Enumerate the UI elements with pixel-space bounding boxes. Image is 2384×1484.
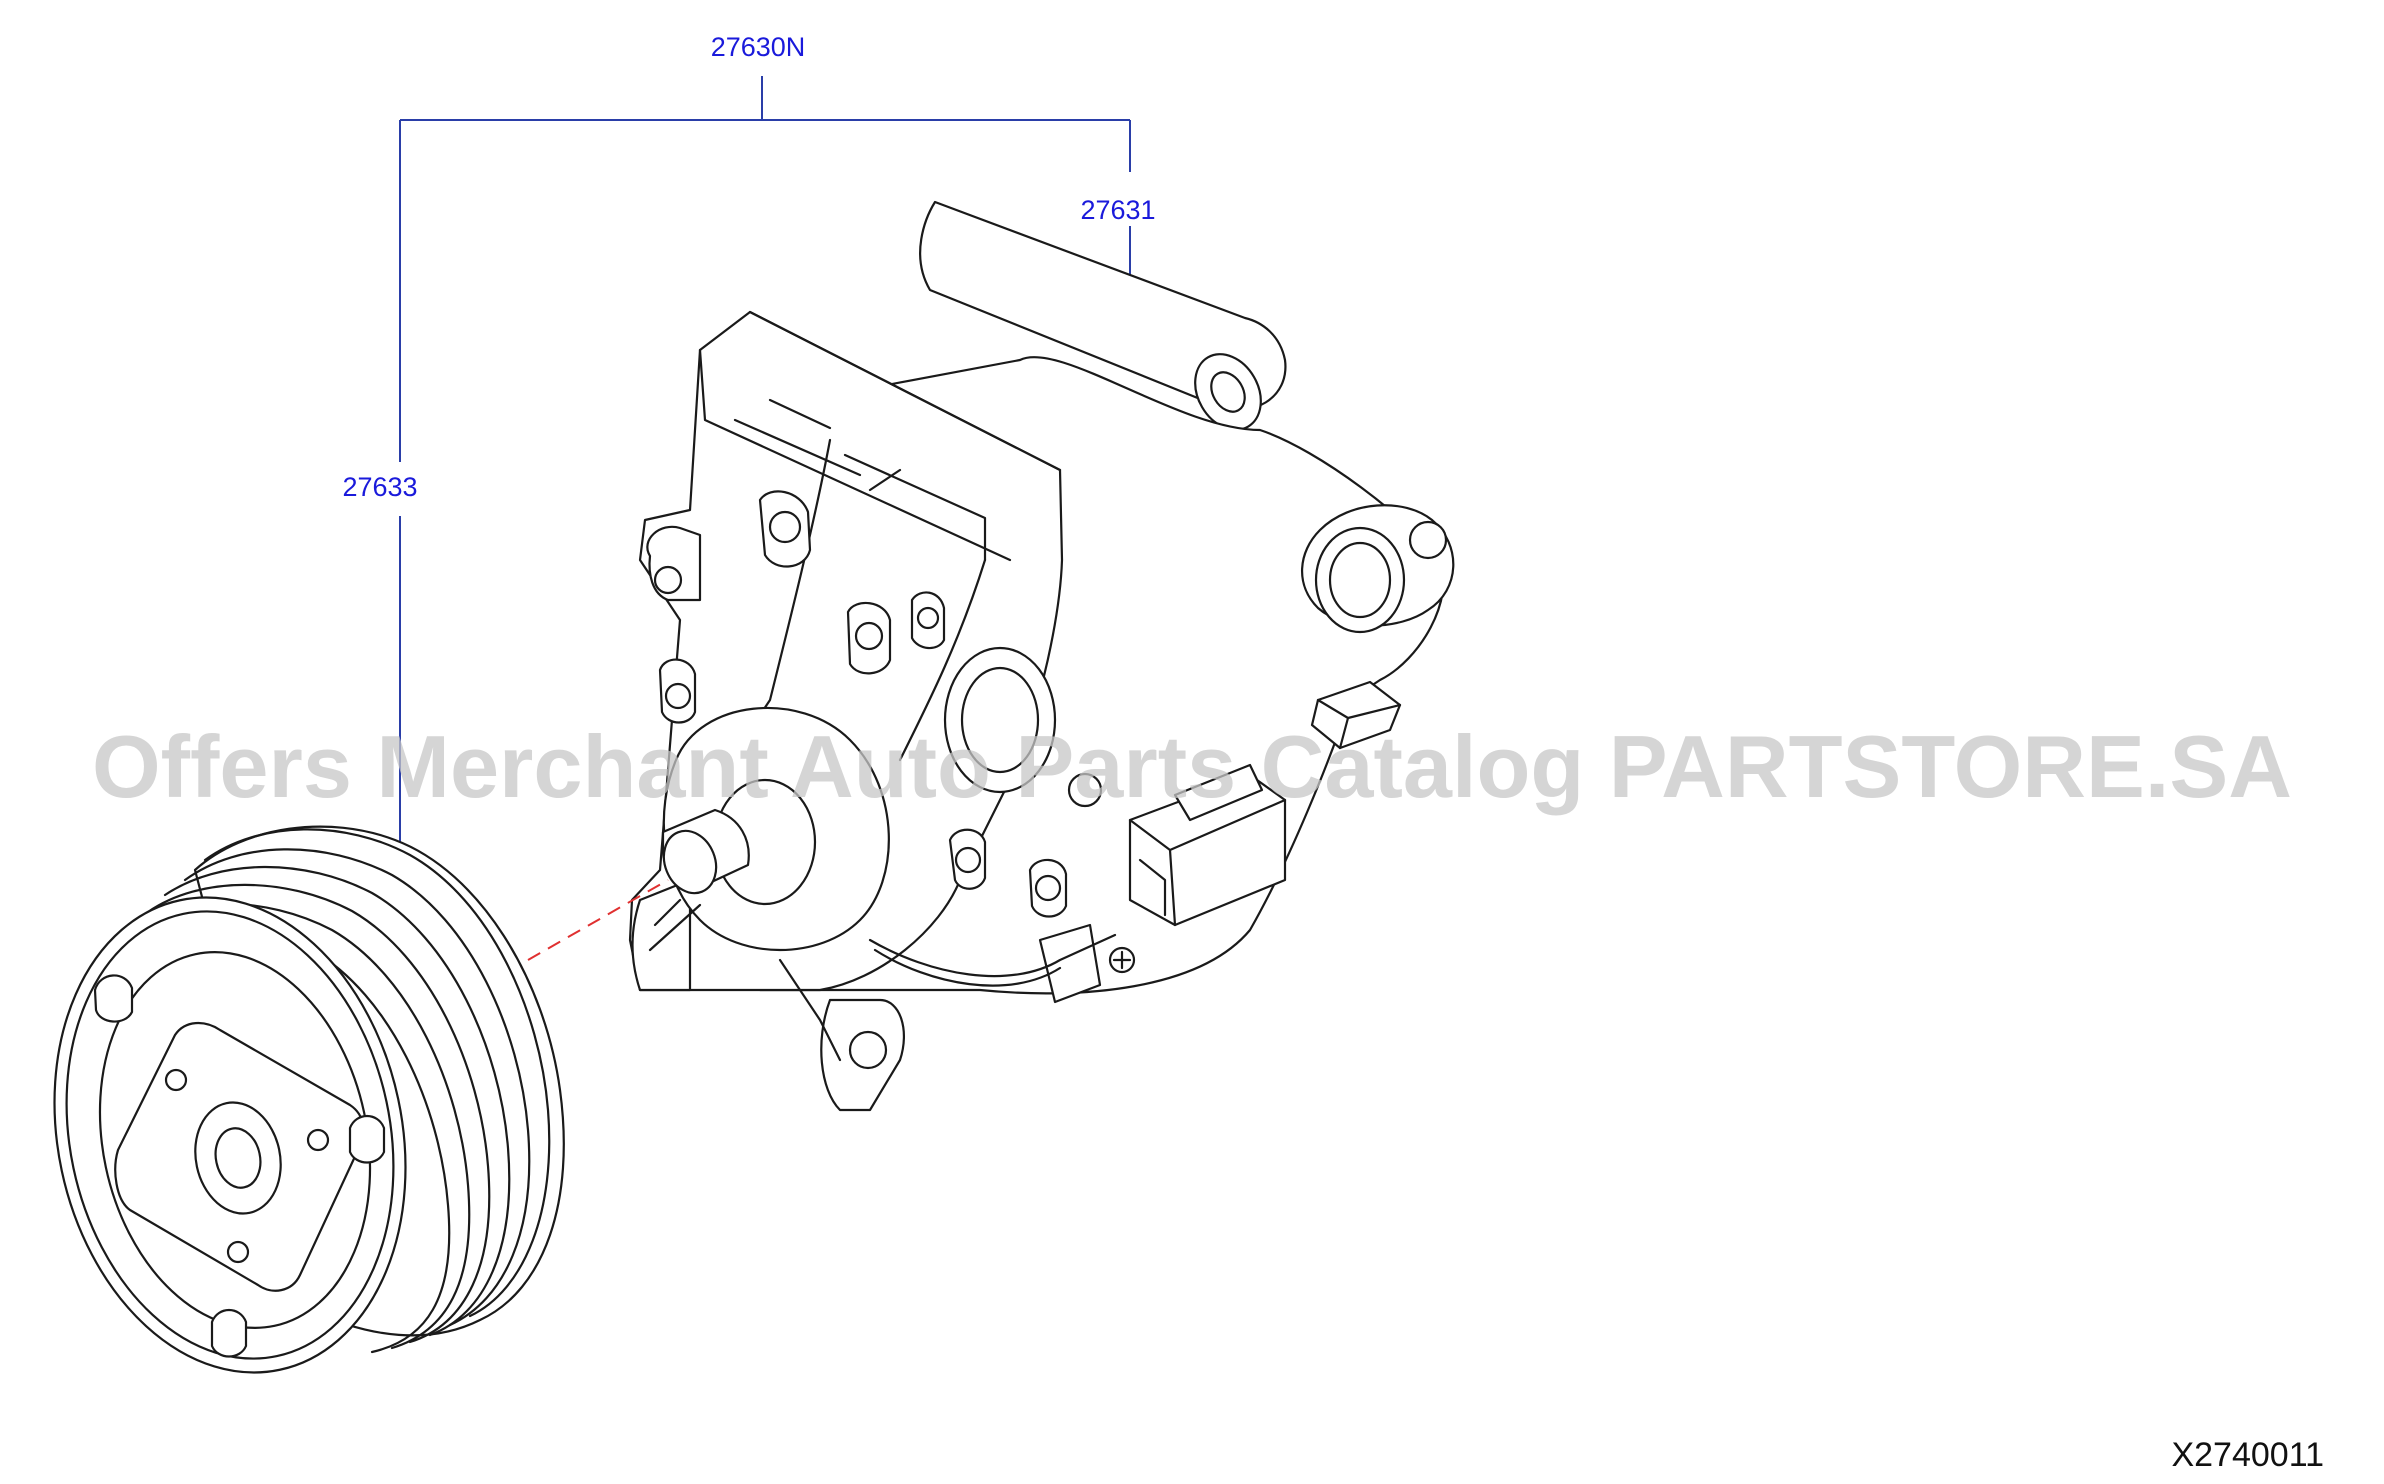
mount-hole-center [854, 621, 884, 651]
side-port-bore [1328, 541, 1392, 619]
armature-rivet-bottom [226, 1240, 250, 1264]
side-port-bolt-hole [1408, 520, 1448, 560]
connector-plug [1173, 763, 1264, 822]
illustration-code: X2740011 [2171, 1436, 2324, 1474]
callout-27631[interactable]: 27631 [1080, 195, 1155, 225]
pressure-switch-facets [1316, 698, 1402, 750]
mount-foot-left [631, 878, 692, 992]
bracket-rib-left [733, 398, 862, 477]
bracket-arm [728, 438, 987, 762]
callout-leaders [399, 76, 1131, 862]
harness-wire [868, 933, 1117, 978]
compressor-illustration [628, 200, 1455, 1112]
callout-27630n[interactable]: 27630N [711, 32, 806, 62]
mount-hole-top [768, 510, 802, 544]
stopper-pad-bottom [210, 1308, 248, 1358]
connector-detail [1128, 798, 1287, 927]
pulley-groove-2 [183, 848, 531, 1327]
housing-window-bolt [1067, 772, 1103, 808]
stopper-pad-right [348, 1114, 386, 1164]
hub-center-bore [214, 1127, 262, 1189]
drive-shaft-end [662, 829, 718, 895]
rear-port-bore [1210, 371, 1246, 413]
assembly-axis-line [527, 879, 669, 961]
pulley-front-rim [65, 910, 395, 1360]
harness-clip-screw-cross [1112, 950, 1132, 970]
armature-rivet-right [306, 1128, 330, 1152]
mount-hole-upper-left [653, 565, 683, 595]
callout-27633[interactable]: 27633 [342, 472, 417, 502]
bracket-top-ridge [698, 310, 1062, 562]
watermark-text: Offers Merchant Auto Parts Catalog PARTS… [92, 717, 2292, 816]
mount-hole-bottom-right [1034, 874, 1062, 902]
harness-clip [1038, 923, 1102, 1004]
armature-rivet-top [164, 1068, 188, 1092]
pulley-groove-4 [146, 883, 491, 1344]
stopper-pad-top [93, 974, 134, 1023]
bracket-rib-right [843, 453, 987, 562]
mount-hole-bottom [848, 1030, 888, 1070]
harness-wire-return [873, 948, 1062, 987]
clutch-pulley-illustration [53, 825, 565, 1374]
pulley-inner-ring [98, 951, 372, 1329]
lower-bracket-ribs [648, 898, 842, 1062]
mount-hole-left-mid [664, 682, 692, 710]
pulley-groove-3 [163, 865, 511, 1337]
mount-hole-lower [954, 846, 982, 874]
rear-port-tube [919, 200, 1287, 411]
mount-hole-right [916, 606, 940, 630]
housing-window-inner [960, 666, 1040, 774]
pulley-groove-1 [203, 828, 551, 1318]
